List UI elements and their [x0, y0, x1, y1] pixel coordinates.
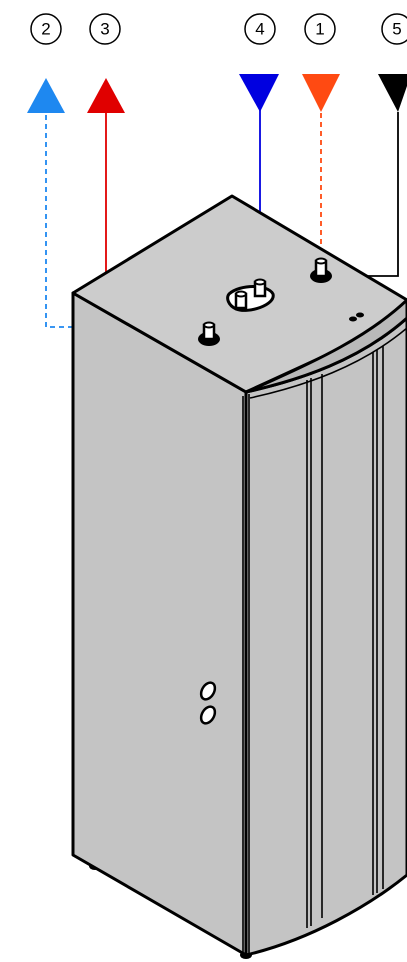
cap-lip	[249, 327, 407, 399]
arrow-3-up	[87, 78, 125, 113]
callout-2-label: 2	[41, 20, 50, 39]
callout-5-label: 5	[392, 20, 401, 39]
fitting-3-4-pair	[226, 278, 275, 312]
callout-4: 4	[244, 13, 276, 45]
callout-3: 3	[89, 13, 121, 45]
callout-1: 1	[304, 13, 336, 45]
callout-4-label: 4	[255, 20, 264, 39]
tank-left-face	[71, 291, 248, 957]
arrow-5-down	[378, 74, 407, 112]
flow-arrows	[27, 74, 407, 113]
sensor-port-5	[349, 312, 364, 322]
callout-3-label: 3	[100, 20, 109, 39]
front-edge-rail	[242, 394, 250, 957]
callout-5: 5	[381, 13, 407, 45]
side-port-upper	[199, 681, 217, 701]
tank-front-cap	[244, 298, 407, 394]
callouts: 2 3 4 1 5	[30, 13, 407, 45]
side-port-lower	[199, 705, 217, 725]
callout-2: 2	[30, 13, 62, 45]
storage-tank	[71, 194, 407, 959]
arrow-4-down	[239, 74, 279, 112]
arrow-1-down	[302, 74, 340, 112]
side-service-ports	[199, 681, 217, 725]
fitting-1	[310, 257, 332, 283]
panel-groove-3	[372, 346, 384, 895]
panel-groove-1	[306, 378, 312, 928]
callout-1-label: 1	[315, 20, 324, 39]
fitting-2-cold-inlet	[198, 321, 220, 346]
arrow-2-up	[27, 78, 65, 113]
